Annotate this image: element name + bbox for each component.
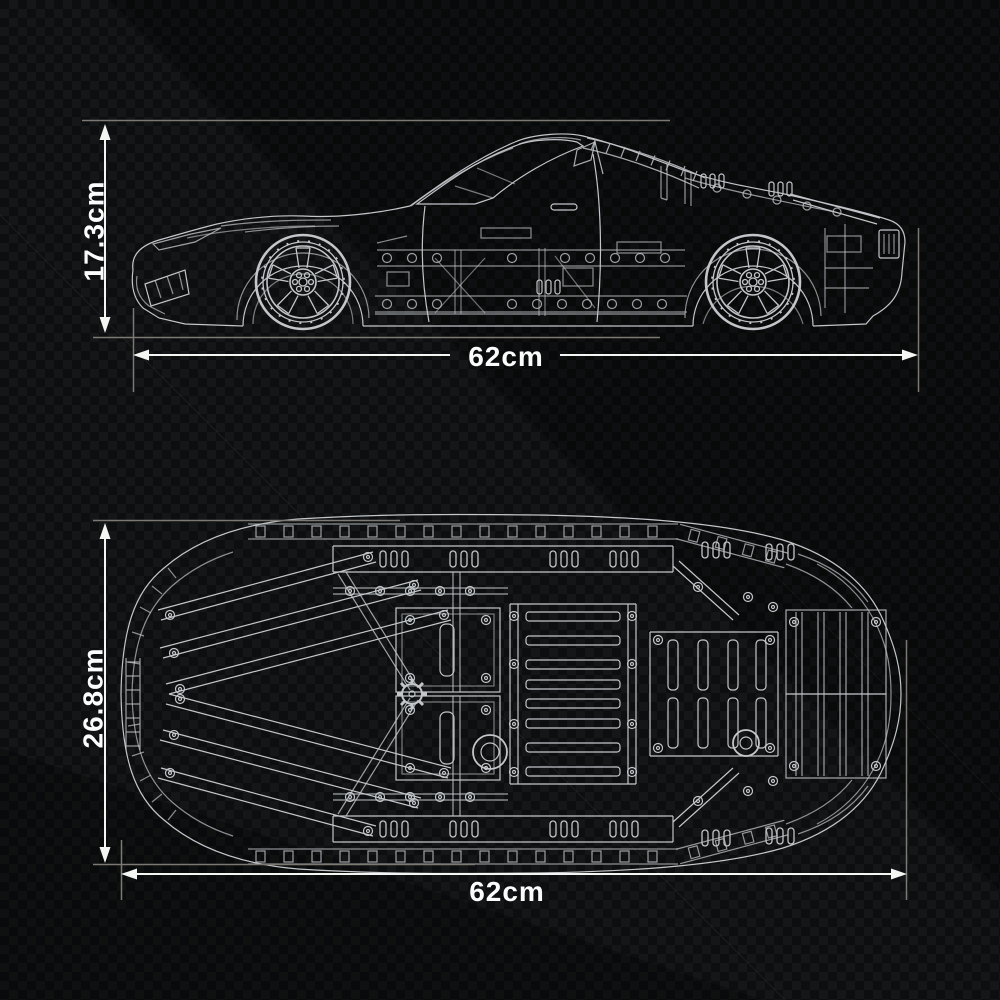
top-width-label: 26.8cm (78, 648, 109, 749)
car-side-view-drawing (131, 133, 906, 348)
side-height-label: 17.3cm (79, 181, 110, 282)
car-top-view-drawing (120, 513, 902, 875)
side-length-label: 62cm (468, 341, 544, 372)
top-length-label: 62cm (469, 876, 545, 907)
